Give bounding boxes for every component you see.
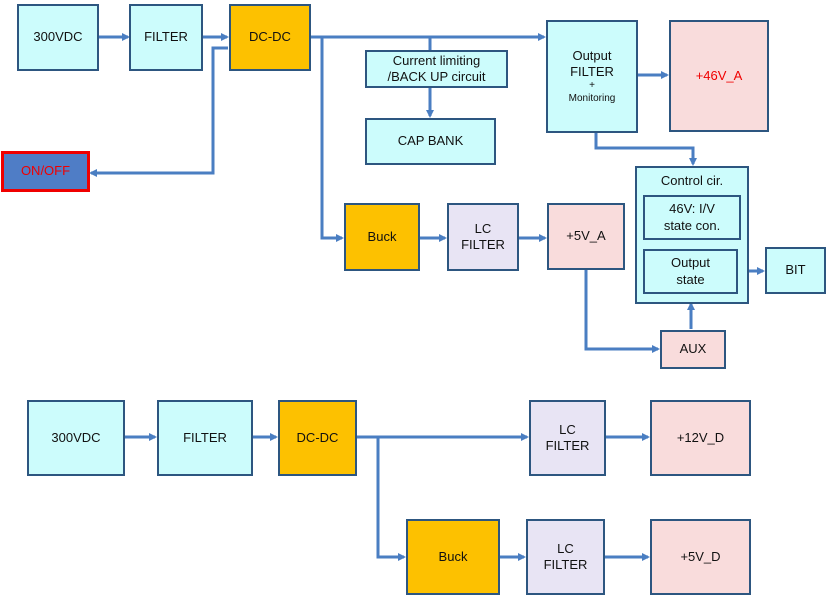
b-filter-box: FILTER <box>157 400 253 476</box>
b-out-12v-d-label: +12V_D <box>676 429 725 445</box>
b-filter-label: FILTER <box>183 429 227 445</box>
filter-label: FILTER <box>144 29 188 45</box>
state-con-label: 46V: I/V state con. <box>663 201 721 233</box>
output-filter-box: Output FILTER + Monitoring <box>546 20 638 133</box>
b-buck-box: Buck <box>406 519 500 595</box>
b-out-12v-d-box: +12V_D <box>650 400 751 476</box>
b-out-5v-d-box: +5V_D <box>650 519 751 595</box>
b-dcdc-box: DC-DC <box>278 400 357 476</box>
b-input-300vdc-box: 300VDC <box>27 400 125 476</box>
output-filter-monitoring: Monitoring <box>568 92 616 104</box>
b-buck-label: Buck <box>438 548 468 564</box>
on-off-box: ON/OFF <box>1 151 90 192</box>
b-lc-filter-1-box: LC FILTER <box>529 400 606 476</box>
arrow-dcdc-to-buck <box>320 37 344 242</box>
output-filter-plus: + <box>589 80 595 92</box>
output-state-box: Output state <box>643 249 738 294</box>
lc-filter-label: LC FILTER <box>461 220 505 252</box>
input-300vdc-box: 300VDC <box>17 4 99 71</box>
buck-label: Buck <box>367 228 397 244</box>
b-lc-filter-1-label: LC FILTER <box>545 421 590 453</box>
b-dcdc-label: DC-DC <box>296 429 339 445</box>
arrow-5v-a-to-aux <box>584 268 660 353</box>
output-filter-label: Output FILTER <box>570 47 614 79</box>
aux-label: AUX <box>679 341 707 357</box>
out-46v-a-label: +46V_A <box>695 67 743 83</box>
state-con-box: 46V: I/V state con. <box>643 195 741 240</box>
bit-label: BIT <box>785 262 806 278</box>
current-limiting-label: Current limiting /BACK UP circuit <box>387 52 486 84</box>
arrow-b-dcdc-to-buck <box>376 437 406 561</box>
output-state-label: Output state <box>670 255 711 287</box>
arrow-output-filter-control <box>592 127 697 166</box>
b-lc-filter-2-box: LC FILTER <box>526 519 605 595</box>
dcdc-label: DC-DC <box>249 29 291 45</box>
buck-box: Buck <box>344 203 420 271</box>
control-circuit-label: Control cir. <box>660 173 724 188</box>
input-300vdc-label: 300VDC <box>33 29 83 45</box>
arrow-dcdc-to-on-off <box>89 46 228 177</box>
aux-box: AUX <box>660 330 726 369</box>
b-input-300vdc-label: 300VDC <box>51 429 101 445</box>
out-46v-a-box: +46V_A <box>669 20 769 132</box>
dcdc-box: DC-DC <box>229 4 311 71</box>
out-5v-a-box: +5V_A <box>547 203 625 270</box>
cap-bank-label: CAP BANK <box>397 133 464 149</box>
out-5v-a-label: +5V_A <box>566 228 606 244</box>
b-out-5v-d-label: +5V_D <box>680 548 721 564</box>
filter-box: FILTER <box>129 4 203 71</box>
b-lc-filter-2-label: LC FILTER <box>543 540 588 572</box>
cap-bank-box: CAP BANK <box>365 118 496 165</box>
on-off-label: ON/OFF <box>20 163 71 179</box>
bit-box: BIT <box>765 247 826 294</box>
current-limiting-box: Current limiting /BACK UP circuit <box>365 50 508 88</box>
lc-filter-box: LC FILTER <box>447 203 519 271</box>
